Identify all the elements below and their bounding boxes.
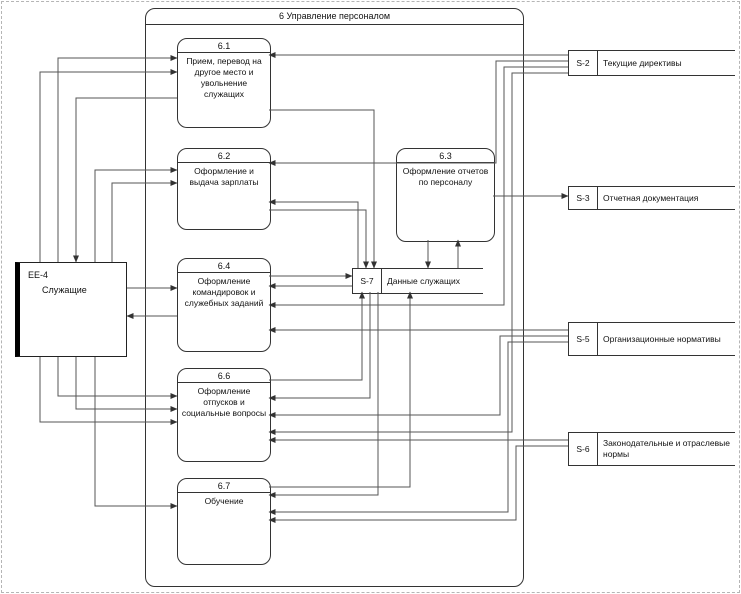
process-6-3-number: 6.3 — [397, 149, 494, 163]
datastore-s7[interactable]: S-7 Данные служащих — [352, 268, 483, 294]
process-6-1-number: 6.1 — [178, 39, 270, 53]
process-6-7[interactable]: 6.7 Обучение — [177, 478, 271, 565]
datastore-s7-label: Данные служащих — [387, 275, 461, 286]
process-6-3-label: Оформление отчетов по персоналу — [402, 166, 489, 188]
process-6-4[interactable]: 6.4 Оформление командировок и служебных … — [177, 258, 271, 352]
process-6-3[interactable]: 6.3 Оформление отчетов по персоналу — [396, 148, 495, 242]
datastore-s6-id: S-6 — [569, 433, 598, 465]
process-6-6-label: Оформление отпусков и социальные вопросы — [181, 386, 267, 419]
datastore-s5[interactable]: S-5 Организационные нормативы — [568, 322, 735, 356]
datastore-s3-label: Отчетная документация — [603, 192, 699, 203]
datastore-s3-id: S-3 — [569, 187, 598, 209]
external-entity-ee4-label: Служащие — [42, 285, 87, 295]
external-entity-ee4-id: EE-4 — [28, 270, 49, 280]
datastore-s2[interactable]: S-2 Текущие директивы — [568, 50, 735, 76]
process-6-2-label: Оформление и выдача зарплаты — [189, 166, 259, 188]
datastore-s7-id: S-7 — [353, 269, 382, 293]
process-6-2-number: 6.2 — [178, 149, 270, 163]
process-6-7-label: Обучение — [204, 496, 244, 506]
datastore-s2-label: Текущие директивы — [603, 57, 682, 68]
datastore-s6[interactable]: S-6 Законодательные и отраслевые нормы — [568, 432, 735, 466]
datastore-s5-id: S-5 — [569, 323, 598, 355]
datastore-s3[interactable]: S-3 Отчетная документация — [568, 186, 735, 210]
datastore-s5-label: Организационные нормативы — [603, 333, 721, 344]
process-6-2[interactable]: 6.2 Оформление и выдача зарплаты — [177, 148, 271, 230]
datastore-s6-label: Законодательные и отраслевые нормы — [603, 438, 730, 459]
datastore-s2-id: S-2 — [569, 51, 598, 75]
process-6-4-number: 6.4 — [178, 259, 270, 273]
process-6-1[interactable]: 6.1 Прием, перевод на другое место и уво… — [177, 38, 271, 128]
process-6-6[interactable]: 6.6 Оформление отпусков и социальные воп… — [177, 368, 271, 462]
process-6-1-label: Прием, перевод на другое место и увольне… — [186, 56, 262, 100]
external-entity-ee4[interactable]: EE-4 Служащие — [15, 262, 127, 357]
boundary-title: 6 Управление персоналом — [146, 9, 523, 25]
process-6-7-number: 6.7 — [178, 479, 270, 493]
process-6-4-label: Оформление командировок и служебных зада… — [184, 276, 264, 309]
process-6-6-number: 6.6 — [178, 369, 270, 383]
